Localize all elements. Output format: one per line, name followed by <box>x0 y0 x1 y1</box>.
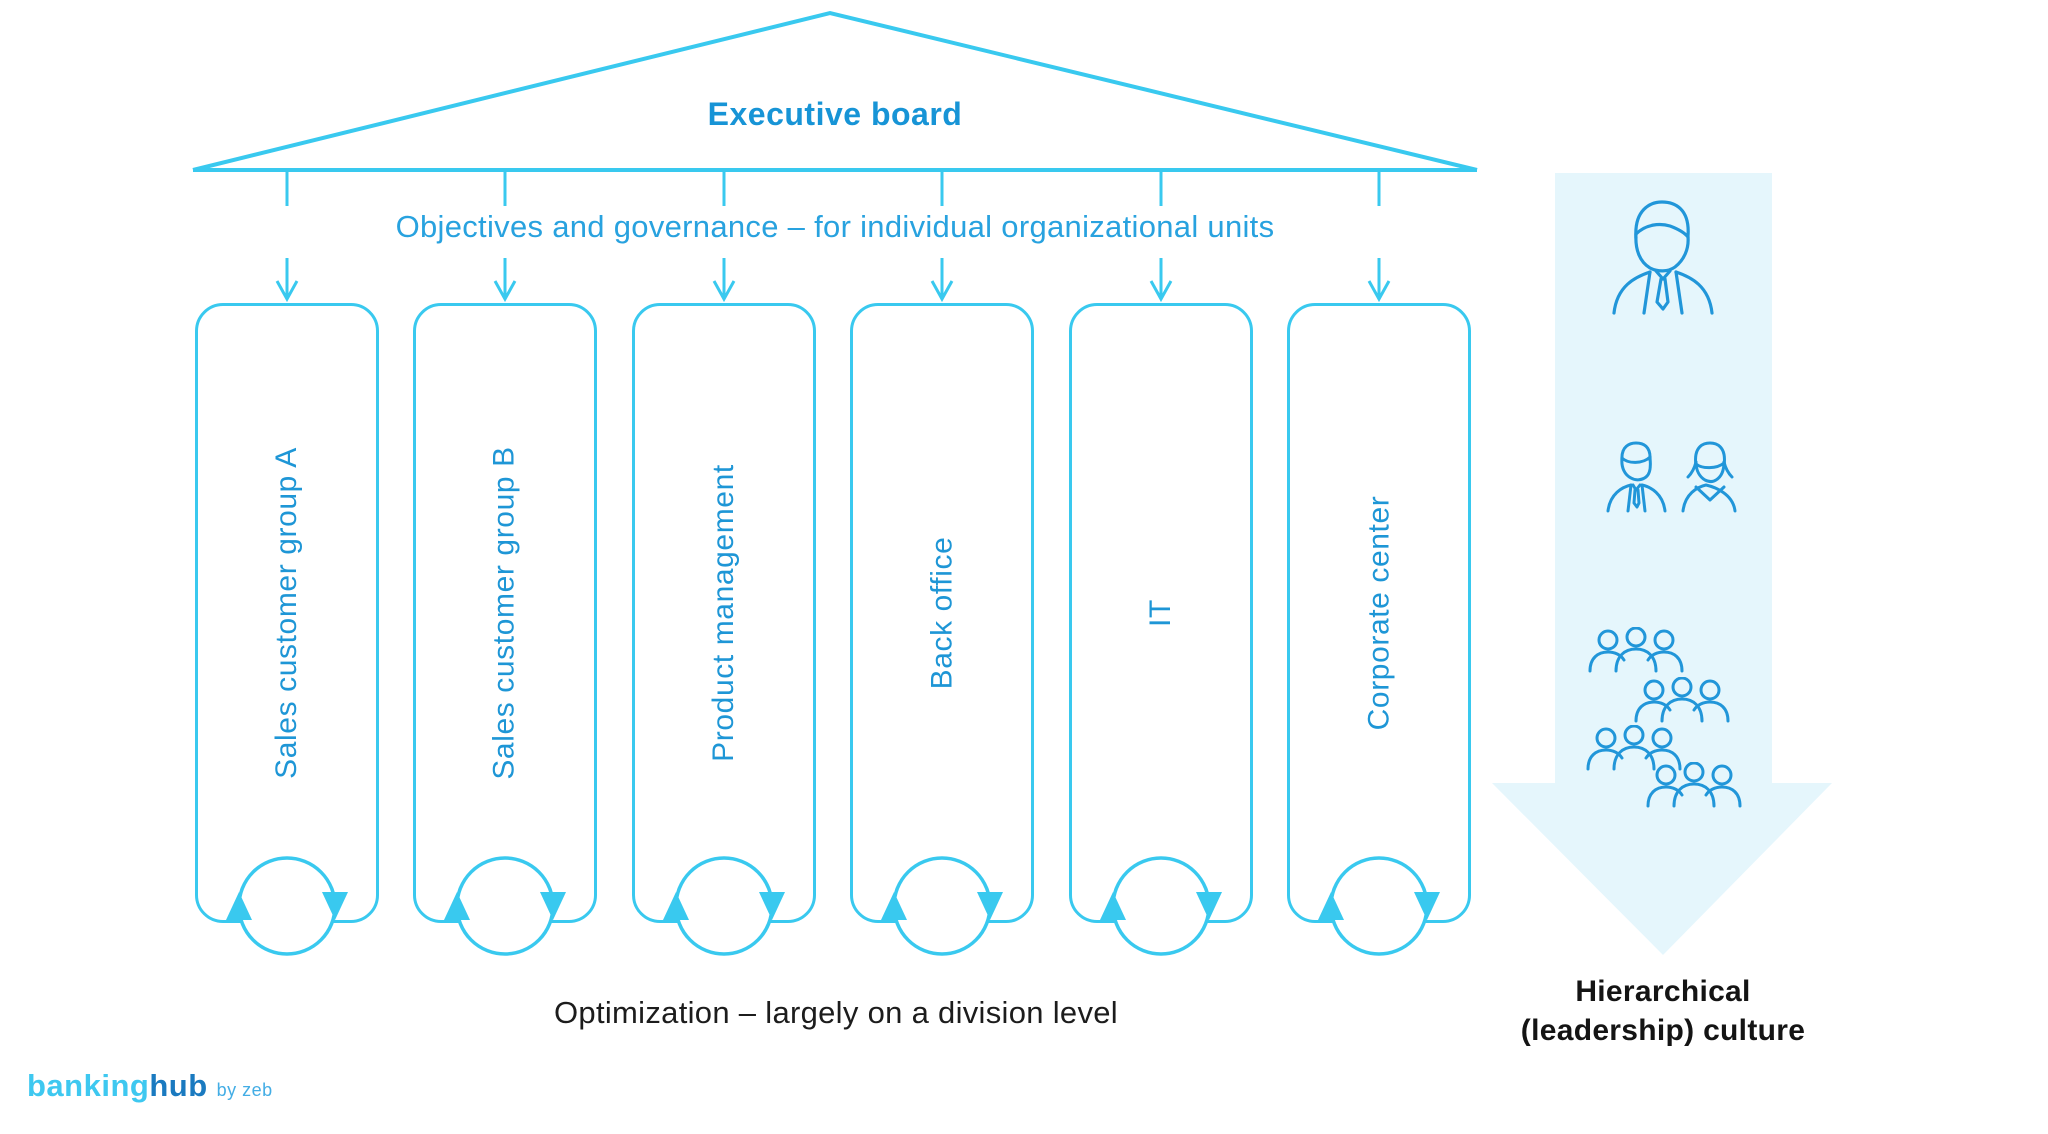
hierarchy-down-arrow-shape <box>1492 173 1832 955</box>
logo-by-zeb: by zeb <box>216 1080 273 1100</box>
roof-outline <box>192 10 1478 172</box>
governance-label: Objectives and governance – for individu… <box>395 209 1275 244</box>
people-group-icon <box>1588 627 1684 673</box>
pillar-label: Product management <box>707 464 741 762</box>
pillar-label: Sales customer group A <box>270 447 304 779</box>
people-group-icon <box>1646 762 1742 808</box>
pillar-label: Sales customer group B <box>488 446 522 780</box>
logo-hub: hub <box>149 1068 208 1103</box>
pillar-sales-customer-group-a: Sales customer group A <box>195 303 379 923</box>
hierarchical-culture-line1: Hierarchical <box>1575 975 1751 1008</box>
pillar-label: IT <box>1144 599 1177 627</box>
cycle-arrow-icon <box>1318 856 1440 956</box>
logo-banking: banking <box>27 1068 150 1103</box>
pillar-product-management: Product management <box>632 303 816 923</box>
pillar-back-office: Back office <box>850 303 1034 923</box>
cycle-arrow-icon <box>881 856 1003 956</box>
governance-down-arrows <box>275 258 1391 303</box>
pillar-it: IT <box>1069 303 1253 923</box>
pillar-sales-customer-group-b: Sales customer group B <box>413 303 597 923</box>
hierarchical-culture-line2: (leadership) culture <box>1520 1014 1806 1047</box>
two-people-icon <box>1606 441 1737 513</box>
cycle-arrow-icon <box>1100 856 1222 956</box>
cycle-arrow-icon <box>226 856 348 956</box>
cycle-arrow-icon <box>663 856 785 956</box>
people-group-icon <box>1586 725 1682 771</box>
hierarchical-culture-caption: Hierarchical (leadership) culture <box>1463 972 1863 1050</box>
tick-marks <box>285 171 1381 206</box>
single-person-icon <box>1612 200 1714 315</box>
cycle-arrow-icon <box>444 856 566 956</box>
pillar-label: Corporate center <box>1362 495 1395 731</box>
optimization-caption: Optimization – largely on a division lev… <box>554 995 1118 1030</box>
people-group-icon <box>1634 677 1730 723</box>
pillar-corporate-center: Corporate center <box>1287 303 1471 923</box>
pillar-label: Back office <box>924 536 958 690</box>
executive-board-title: Executive board <box>707 96 963 132</box>
